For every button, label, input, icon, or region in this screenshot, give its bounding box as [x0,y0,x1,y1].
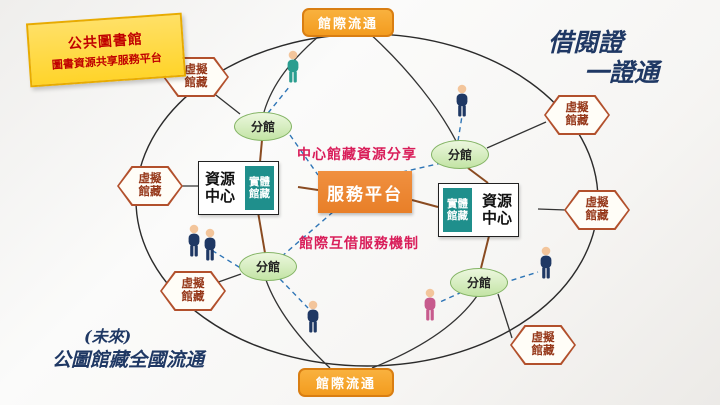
virtual-collection-label: 虛擬 館藏 [119,168,181,204]
virtual-l2: 館藏 [184,77,208,89]
person-icon [200,228,220,267]
flow-branch-curves [168,29,567,369]
future-note-line1: (未來) [84,327,132,346]
physical-collection-left: 實體 館藏 [245,166,275,210]
virtual-l1: 虛擬 [565,101,589,114]
service-platform: 服務平台 [318,171,412,213]
banner-title: 公共圖書館 [67,30,144,52]
virtual-l2: 館藏 [138,186,162,198]
resource-center-l2: 中心 [205,188,236,205]
virtual-collection-label: 虛擬 館藏 [162,273,224,309]
share-note: 中心館藏資源分享 [297,146,417,162]
resource-center-l2: 中心 [482,210,513,227]
resource-center-l1: 資源 [205,170,236,188]
virtual-l1: 虛擬 [585,196,609,209]
resource-links [257,139,491,269]
physical-l1: 實體 [447,197,468,210]
virtual-collection-bottom-right: 虛擬 館藏 [510,325,576,365]
virtual-collection-label: 虛擬 館藏 [546,97,608,133]
future-note-line2: 公圖館藏全國流通 [52,348,205,371]
person-icon [303,300,323,339]
person-icon [420,288,440,327]
physical-l1: 實體 [249,175,271,188]
person-icon [283,50,303,89]
branch-ellipse-bottom-left: 分館 [239,252,297,281]
loan-note: 館際互借服務機制 [299,235,419,251]
branch-ellipse-top-right: 分館 [431,140,489,169]
future-circulation-note: (未來) 公圖館藏全國流通 [52,326,204,373]
virtual-l2: 館藏 [181,291,205,303]
virtual-collection-top-right: 虛擬 館藏 [544,95,610,135]
card-note-line2: 一證通 [584,58,660,87]
person-icon [536,246,556,285]
virtual-collection-label: 虛擬 館藏 [566,192,628,228]
virtual-collection-right: 虛擬 館藏 [564,190,630,230]
interlibrary-flow-top: 館際流通 [302,8,394,37]
virtual-l1: 虛擬 [138,172,162,185]
virtual-l2: 館藏 [531,345,555,357]
branch-ellipse-bottom-right: 分館 [450,268,508,297]
virtual-l1: 虛擬 [531,331,555,344]
resource-center-right: 實體 館藏 資源 中心 [438,183,520,237]
virtual-collection-bottom-left: 虛擬 館藏 [160,271,226,311]
resource-center-l1: 資源 [482,192,513,210]
dashed-service-links [212,85,539,309]
virtual-l2: 館藏 [565,115,589,127]
virtual-collection-left: 虛擬 館藏 [117,166,183,206]
virtual-collection-label: 虛擬 館藏 [512,327,574,363]
resource-center-left: 資源 中心 實體 館藏 [198,161,280,215]
physical-collection-right: 實體 館藏 [443,188,472,232]
person-icon [184,224,204,263]
library-card-note: 借閱證 一證通 [548,28,659,88]
physical-l2: 館藏 [447,210,468,222]
virtual-l1: 虛擬 [181,277,205,290]
physical-l2: 館藏 [249,188,271,200]
banner-flag: 公共圖書館 圖書資源共享服務平台 [25,12,187,88]
branch-ellipse-top-left: 分館 [234,112,292,141]
interlibrary-flow-bottom: 館際流通 [298,368,394,397]
resource-center-left-label: 資源 中心 [199,162,241,214]
person-icon [452,84,472,123]
virtual-l2: 館藏 [585,210,609,222]
resource-center-right-label: 資源 中心 [476,184,518,236]
virtual-l1: 虛擬 [184,63,208,76]
card-note-line1: 借閱證 [548,28,624,57]
